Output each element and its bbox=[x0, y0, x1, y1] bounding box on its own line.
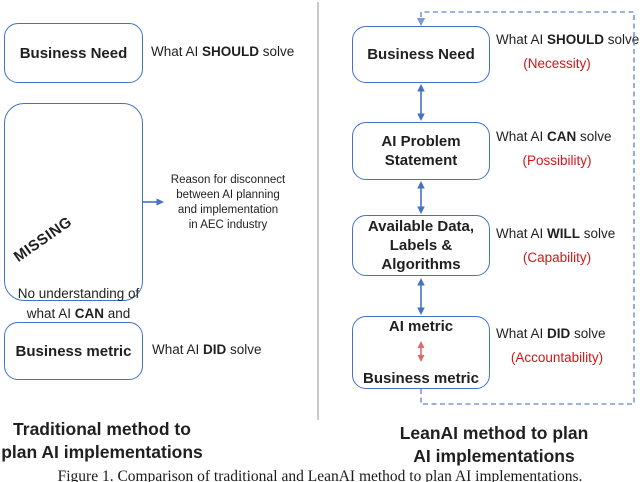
quality-accountability: (Accountability) bbox=[510, 350, 604, 365]
note-did-left: What AI DID solve bbox=[152, 342, 262, 357]
double-arrow-need-problem bbox=[417, 84, 425, 121]
panel-divider bbox=[317, 2, 319, 420]
box-label: Business metric bbox=[15, 342, 132, 360]
double-arrow-problem-data bbox=[417, 181, 425, 214]
figure-caption: Figure 1. Comparison of traditional and … bbox=[57, 468, 583, 482]
box-available-data: Available Data, Labels & Algorithms bbox=[352, 215, 490, 276]
note-should-right: What AI SHOULD solve (Necessity) bbox=[496, 32, 640, 71]
box-label-business-metric: Business metric bbox=[363, 370, 479, 387]
right-heading: LeanAI method to plan AI implementations bbox=[399, 423, 589, 466]
quality-possibility: (Possibility) bbox=[522, 153, 592, 168]
quality-capability: (Capability) bbox=[522, 250, 592, 265]
box-label: Statement bbox=[384, 152, 458, 169]
box-business-metric-left: Business metric bbox=[4, 322, 143, 380]
note-did-right: What AI DID solve (Accountability) bbox=[496, 326, 634, 365]
box-label: Available Data, bbox=[367, 218, 475, 235]
note-should-left: What AI SHOULD solve bbox=[151, 44, 295, 59]
box-label: AI Problem bbox=[381, 133, 461, 150]
box-business-need-left: Business Need bbox=[4, 23, 143, 83]
box-missing: MISSING No understanding of what AI CAN … bbox=[4, 103, 143, 341]
box-label: Business Need bbox=[367, 46, 475, 63]
reason-note: Reason for disconnect between AI plannin… bbox=[170, 174, 286, 231]
quality-necessity: (Necessity) bbox=[523, 56, 591, 71]
box-metrics: AI metric Business metric bbox=[352, 316, 490, 389]
note-can-right: What AI CAN solve (Possibility) bbox=[496, 129, 634, 168]
missing-label: MISSING bbox=[10, 213, 76, 266]
left-heading: Traditional method to plan AI implementa… bbox=[1, 419, 203, 462]
box-business-need-right: Business Need bbox=[352, 26, 490, 83]
box-ai-problem-statement: AI Problem Statement bbox=[352, 122, 490, 180]
double-arrow-data-metrics bbox=[417, 278, 425, 315]
box-label: Business Need bbox=[19, 44, 128, 62]
box-label-ai-metric: AI metric bbox=[388, 318, 454, 335]
note-will-right: What AI WILL solve (Capability) bbox=[496, 226, 634, 265]
box-label: Labels & Algorithms bbox=[381, 237, 461, 273]
